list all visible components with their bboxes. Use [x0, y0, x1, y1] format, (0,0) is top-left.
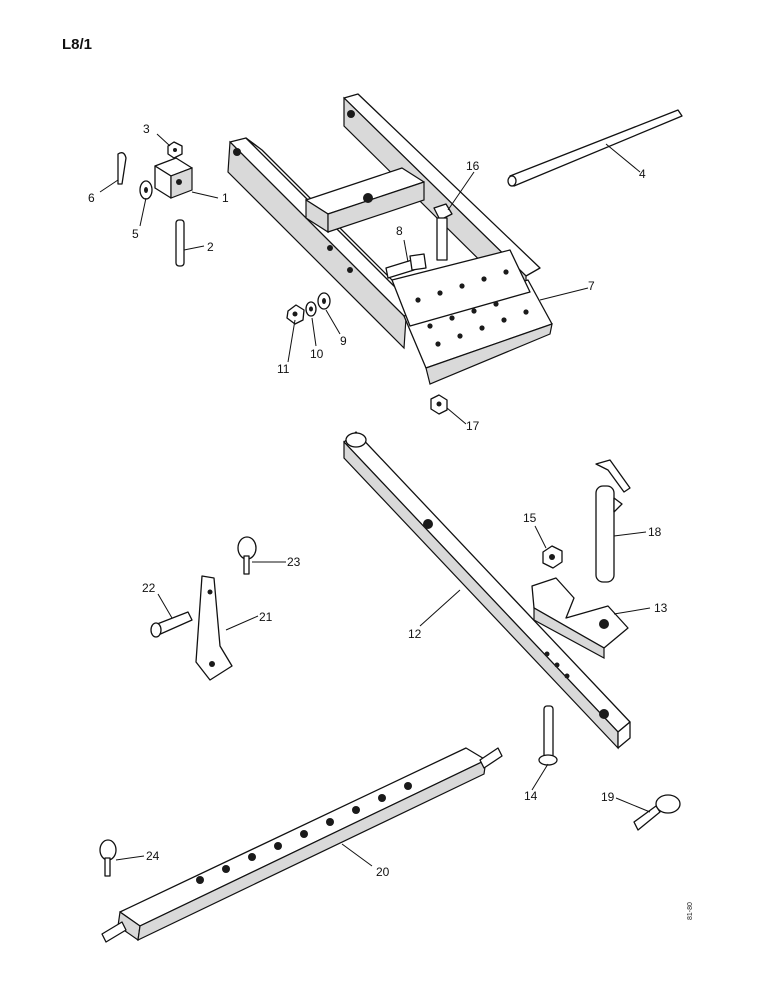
- callout-4: 4: [639, 167, 646, 181]
- ring-pin-23: [237, 536, 257, 575]
- callout-21: 21: [259, 610, 273, 624]
- swivel-block: [117, 141, 193, 267]
- callout-22: 22: [142, 581, 156, 595]
- callout-13: 13: [654, 601, 668, 615]
- callout-15: 15: [523, 511, 537, 525]
- callout-1: 1: [222, 191, 229, 205]
- callout-3: 3: [143, 122, 150, 136]
- callout-19: 19: [601, 790, 615, 804]
- callout-5: 5: [132, 227, 139, 241]
- callout-9: 9: [340, 334, 347, 348]
- callout-6: 6: [88, 191, 95, 205]
- washers-and-nut: [286, 292, 331, 325]
- clevis-arm: [195, 575, 233, 681]
- callout-7: 7: [588, 279, 595, 293]
- callout-18: 18: [648, 525, 662, 539]
- bolt-16: [433, 203, 453, 261]
- clevis-bracket: [531, 577, 629, 660]
- ring-pin-24: [99, 839, 117, 877]
- bolt-14: [538, 705, 558, 766]
- callout-11: 11: [277, 362, 290, 376]
- callout-14: 14: [524, 789, 538, 803]
- callout-20: 20: [376, 865, 390, 879]
- nut-17: [430, 394, 448, 415]
- rod: [507, 109, 683, 187]
- frame-holes: [415, 269, 529, 347]
- leader-lines: [99, 133, 651, 867]
- callout-23: 23: [287, 555, 301, 569]
- pin-22: [150, 611, 193, 638]
- link-bar: [343, 431, 631, 750]
- nut-15: [542, 545, 563, 569]
- callout-8: 8: [396, 224, 403, 238]
- page-code: L8/1: [62, 36, 93, 53]
- stabilizer-bar: [101, 747, 503, 943]
- bolt-8: [385, 253, 427, 279]
- callout-24: 24: [146, 849, 160, 863]
- callout-10: 10: [310, 347, 324, 361]
- callout-17: 17: [466, 419, 480, 433]
- drawbar-frame: [227, 93, 553, 385]
- callout-12: 12: [408, 627, 422, 641]
- ring-pin-19: [633, 794, 681, 831]
- bar-holes: [196, 782, 412, 884]
- callout-16: 16: [466, 159, 480, 173]
- callout-2: 2: [207, 240, 214, 254]
- pin-18: [595, 459, 631, 583]
